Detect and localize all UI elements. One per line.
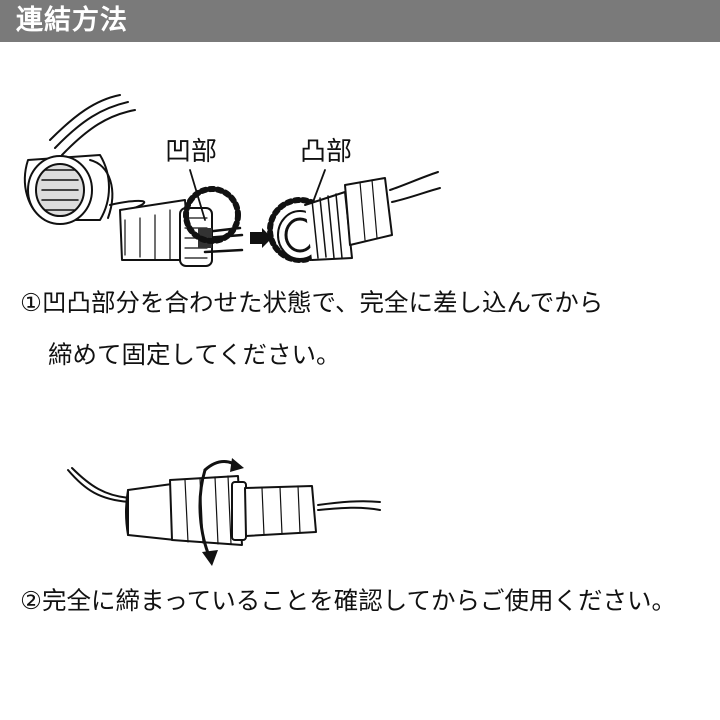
cord-line: [54, 101, 129, 149]
connector-left-body: [125, 483, 176, 541]
rotation-arrow-bottom: [198, 468, 212, 560]
connector-right-body: [244, 485, 317, 537]
male-connector: [277, 171, 441, 261]
step2-instruction: ②完全に締まっていることを確認してからご使用ください。: [20, 586, 677, 615]
step1-instruction-line2: 締めて固定してください。: [48, 340, 341, 369]
section-header-bar: 連結方法: [0, 0, 720, 42]
section-title: 連結方法: [16, 5, 128, 36]
connector-illustration-disconnected: 凹部 凸部: [23, 94, 441, 267]
connector-nut: [169, 475, 247, 546]
arrow-right: [250, 228, 272, 248]
step1-instruction-line1: ①凹凸部分を合わせた状態で、完全に差し込んでから: [20, 288, 604, 317]
connector-illustration-connected: [67, 458, 381, 566]
female-connector: [119, 199, 244, 267]
socket-cap: [23, 154, 114, 225]
male-part-label: 凸部: [300, 137, 352, 167]
cord-line: [61, 109, 136, 156]
cord-line: [49, 94, 121, 141]
female-part-label: 凹部: [165, 137, 217, 167]
